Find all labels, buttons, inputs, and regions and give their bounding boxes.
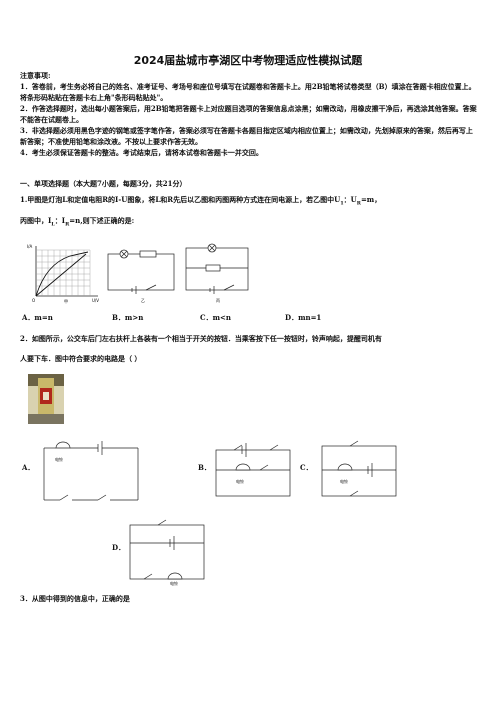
question-1-text: 1.甲图是灯泡L和定值电阻R的I-U图象，将L和R先后以乙图和丙图两种方式连在同… [20, 194, 478, 209]
notice-item-1: 1．答卷前，考生务必将自己的姓名、准考证号、考场号和座位号填写在试题卷和答题卡上… [20, 82, 476, 102]
graph-jia-label: 甲 [64, 299, 68, 304]
circuit-yi-label: 乙 [141, 297, 145, 303]
q1-option-d[interactable]: D．mn=1 [285, 313, 322, 322]
circuit-bing-label: 丙 [216, 298, 220, 303]
q1-line2: 丙图中，I [20, 216, 52, 225]
q2-option-d[interactable]: D． [112, 543, 126, 552]
q2-circuit-c: 电铃 [321, 440, 397, 497]
circuit-bing: 丙 [185, 243, 249, 303]
circuit-yi: 乙 [107, 249, 175, 303]
question-2-text-1: 2．如图所示，公交车后门左右扶杆上各装有一个相当于开关的按钮．当乘客按下任一按钮… [20, 334, 382, 343]
q1-option-b[interactable]: B．m>n [112, 313, 144, 322]
question-2-text-2: 人要下车．图中符合要求的电路是（ ） [20, 354, 142, 363]
section-heading: 一、单项选择题（本大题7小题，每题3分，共21分） [20, 179, 187, 188]
q1-colon: ：U [343, 195, 357, 204]
bell-label-a: 电铃 [55, 456, 63, 462]
q1-figures: I/A U/V O 甲 乙 丙 [27, 243, 249, 304]
notice-item-2: 2．作答选择题时，选出每小题答案后，用2B铅笔把答题卡上对应题目选项的答案信息点… [20, 104, 477, 124]
q1-eq-m: =m， [360, 195, 382, 204]
q2-option-a[interactable]: A． [22, 463, 35, 472]
q1-option-c[interactable]: C．m<n [200, 313, 231, 322]
bus-button-photo [28, 374, 64, 424]
q1-sub-r: R [356, 200, 361, 207]
q1-line1: 1.甲图是灯泡L和定值电阻R的I-U图象，将L和R先后以乙图和丙图两种方式连在同… [20, 195, 341, 204]
q1-sub-1: 1 [340, 200, 344, 207]
q2-option-c[interactable]: C． [300, 463, 313, 472]
q2-circuit-a: 电铃 [43, 441, 139, 501]
q2-circuit-b: 电铃 [215, 443, 291, 497]
bell-label-c: 电铃 [340, 478, 348, 484]
question-1-text-2: 丙图中，IL：IR=n,则下述正确的是: [20, 215, 478, 230]
question-3-text: 3．从图中得到的信息中，正确的是 [20, 594, 130, 603]
bell-label-d: 电铃 [170, 580, 178, 586]
bell-label-b: 电铃 [236, 478, 244, 484]
page-title: 2024届盐城市亭湖区中考物理适应性模拟试题 [133, 54, 363, 67]
q2-circuit-d: 电铃 [129, 519, 205, 586]
q2-option-b[interactable]: B． [198, 463, 211, 472]
axis-u-label: U/V [92, 298, 99, 303]
q1-eq-n: =n,则下述正确的是: [69, 216, 135, 225]
q1-sub-l: L [51, 221, 55, 228]
notice-item-4: 4．考生必须保证答题卡的整洁。考试结束后，请将本试卷和答题卡一并交回。 [20, 148, 263, 157]
q1-colon-2: ：I [54, 216, 66, 225]
notice-heading: 注意事项: [20, 71, 51, 80]
notice-item-3: 3．非选择题必须用黑色字迹的钢笔或签字笔作答，答案必须写在答题卡各题目指定区域内… [20, 126, 473, 146]
axis-i-label: I/A [27, 244, 33, 249]
q1-option-a[interactable]: A．m=n [22, 313, 53, 322]
graph-jia: I/A U/V O 甲 [27, 244, 99, 304]
origin-label: O [32, 298, 35, 303]
q1-sub-r2: R [65, 221, 70, 228]
